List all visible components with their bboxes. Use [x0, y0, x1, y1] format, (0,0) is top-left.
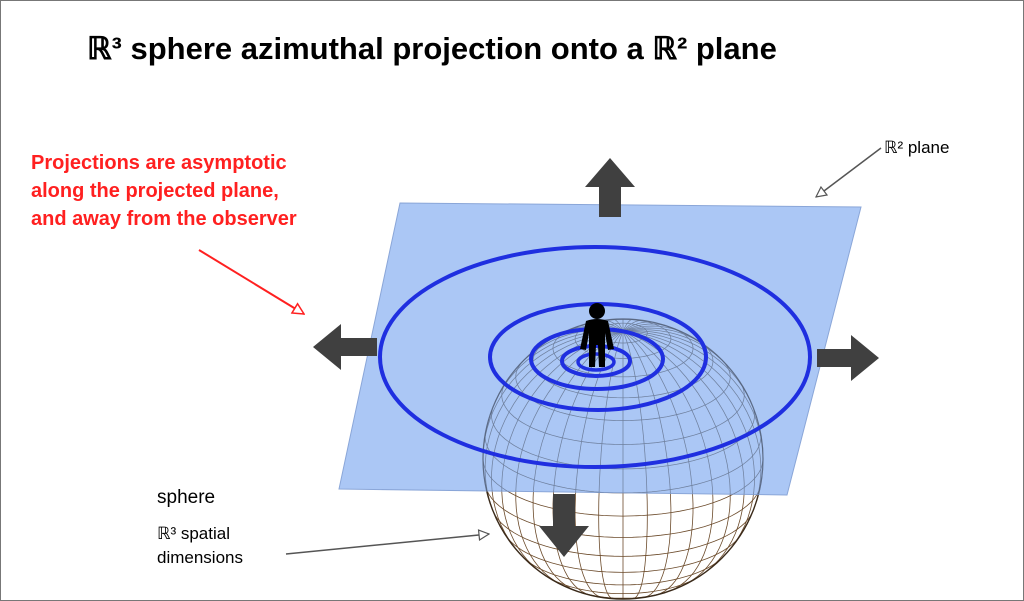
sphere-longitude-line	[622, 330, 714, 495]
ring-small	[560, 344, 632, 378]
sphere-longitude-line	[491, 330, 624, 495]
plane-pointer-arrow	[816, 147, 882, 197]
arrow-right-icon	[817, 335, 879, 381]
sphere-longitude-line	[622, 330, 763, 455]
plane-label: ℝ² plane	[884, 138, 950, 157]
sphere-dimensions-label: ℝ³ spatial dimensions	[157, 522, 243, 570]
note-pointer-arrow	[198, 249, 304, 314]
sphere-longitude-line	[622, 330, 672, 495]
arrow-left-icon	[313, 324, 377, 370]
sphere-longitude-line	[622, 330, 762, 495]
expansion-arrows	[313, 158, 879, 557]
note-line-3: and away from the observer	[31, 208, 297, 230]
sphere-longitude-line	[622, 325, 680, 332]
sphere-longitude-line	[622, 330, 731, 495]
note-line-2: along the projected plane,	[31, 180, 279, 202]
sphere-longitude-line	[622, 331, 648, 495]
arrow-down-icon	[539, 494, 589, 557]
sphere-longitude-line	[622, 323, 666, 332]
sphere-through-plane	[483, 319, 763, 495]
projection-rings	[378, 245, 812, 469]
sphere-pointer-arrow	[285, 534, 489, 555]
sphere-latitude-line	[483, 460, 763, 495]
sphere-longitude-line	[622, 330, 745, 495]
sphere-longitude-line	[532, 330, 624, 495]
sphere-longitude-line	[501, 330, 624, 495]
sphere-dims-line-1: ℝ³ spatial	[157, 524, 230, 543]
sphere-longitude-line	[622, 330, 694, 495]
sphere-longitude-line	[484, 330, 624, 495]
sphere-label: sphere	[157, 487, 216, 508]
sphere-dims-line-2: dimensions	[157, 548, 243, 567]
page-title: ℝ³ sphere azimuthal projection onto a ℝ²…	[87, 31, 777, 66]
arrow-up-icon	[585, 158, 635, 217]
ring-tiny	[576, 352, 616, 372]
note-line-1: Projections are asymptotic	[31, 152, 287, 174]
person-silhouette-icon	[580, 303, 614, 367]
ring-outer	[378, 245, 812, 469]
sphere-longitude-line	[622, 321, 652, 332]
sphere-longitude-line	[622, 330, 752, 403]
projection-note: Projections are asymptotic along the pro…	[31, 149, 297, 233]
sphere-longitude-line	[622, 330, 755, 495]
sphere-longitude-line	[622, 327, 702, 344]
sphere-longitude-line	[598, 331, 624, 495]
